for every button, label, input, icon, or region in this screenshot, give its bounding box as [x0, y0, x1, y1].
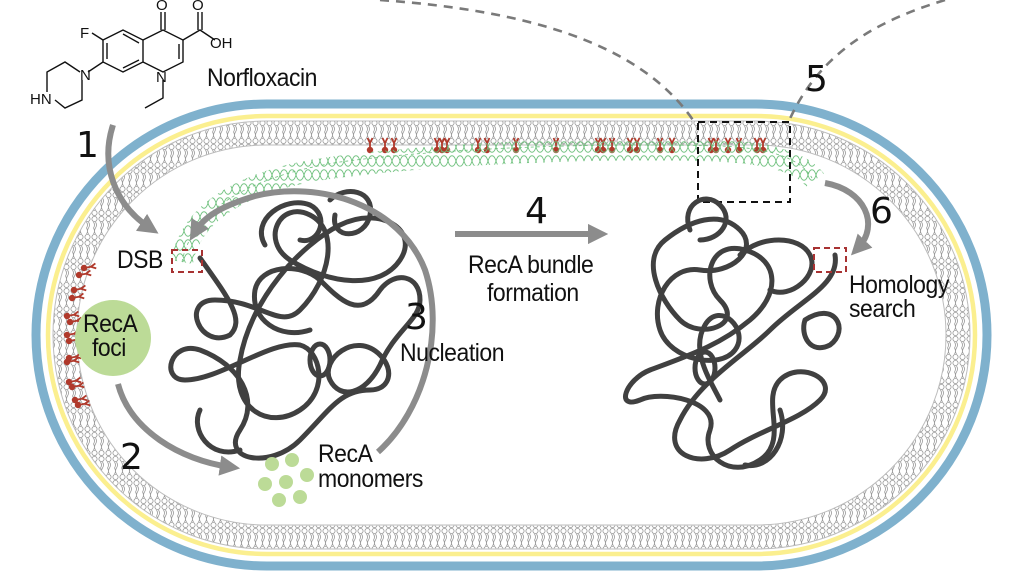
chromosome-left — [168, 189, 423, 461]
atom-hn: HN — [30, 91, 52, 108]
atom-carboxyl-o: O — [192, 0, 204, 14]
norfloxacin-atoms: O O OH F N N HN — [30, 0, 233, 108]
atom-ring-n: N — [156, 69, 167, 86]
membrane-protein — [75, 269, 92, 279]
inner-membrane-bilayer — [53, 121, 970, 549]
outer-membrane — [31, 99, 992, 571]
step-5-number: 5 — [805, 59, 828, 100]
norfloxacin-structure — [46, 12, 216, 109]
membrane-protein — [74, 399, 91, 409]
zoom-line-right — [786, 0, 946, 124]
bundle-formation-label-line2: formation — [487, 279, 579, 307]
recA-foci-circle — [75, 300, 151, 376]
bundle-formation-label-line1: RecA bundle — [468, 251, 594, 279]
chromosome-right — [623, 196, 842, 470]
membrane-protein — [80, 262, 97, 272]
arrow-step-2 — [115, 383, 241, 476]
step-6-number: 6 — [870, 191, 893, 232]
nucleation-label: Nucleation — [400, 339, 505, 367]
membrane-protein — [68, 381, 85, 391]
membrane-protein — [70, 284, 87, 294]
drug-name-label: Norfloxacin — [207, 64, 317, 92]
arrow-step-3 — [189, 188, 436, 455]
atom-oh: OH — [210, 35, 233, 52]
recA-monomers — [258, 453, 314, 507]
homology-search-label-line2: search — [849, 295, 916, 323]
membrane-protein — [63, 310, 80, 320]
homology-site-box — [813, 247, 847, 273]
dsb-label: DSB — [117, 246, 163, 274]
atom-f: F — [80, 25, 89, 42]
zoom-box — [697, 121, 791, 203]
recA-foci-label-line2: foci — [92, 334, 126, 362]
homology-search-label-line1: Homology — [849, 271, 949, 299]
membrane-protein — [63, 356, 80, 366]
membrane-protein — [366, 137, 374, 154]
recA-monomers-label-line1: RecA — [318, 440, 373, 468]
peptidoglycan-layer — [45, 113, 978, 557]
step-3-number: 3 — [405, 297, 428, 338]
recA-foci-label-line1: RecA — [83, 310, 138, 338]
step-1-number: 1 — [76, 125, 99, 166]
atom-piperazine-n: N — [80, 67, 91, 84]
arrow-step-1 — [105, 124, 159, 234]
arrow-step-6 — [824, 180, 873, 256]
step-2-number: 2 — [120, 437, 143, 478]
membrane-protein — [65, 376, 82, 386]
dsb-site-box — [171, 249, 203, 273]
membrane-protein — [68, 292, 85, 302]
membrane-protein — [71, 394, 88, 404]
atom-ketone-o: O — [156, 0, 168, 14]
recA-bundle-strand — [181, 144, 813, 263]
recA-monomers-label-line2: monomers — [318, 465, 423, 493]
zoom-line-left — [379, 0, 697, 124]
recA-bundle — [171, 138, 824, 265]
step-4-number: 4 — [525, 191, 548, 232]
inner-membrane-edge-outer — [52, 120, 971, 550]
